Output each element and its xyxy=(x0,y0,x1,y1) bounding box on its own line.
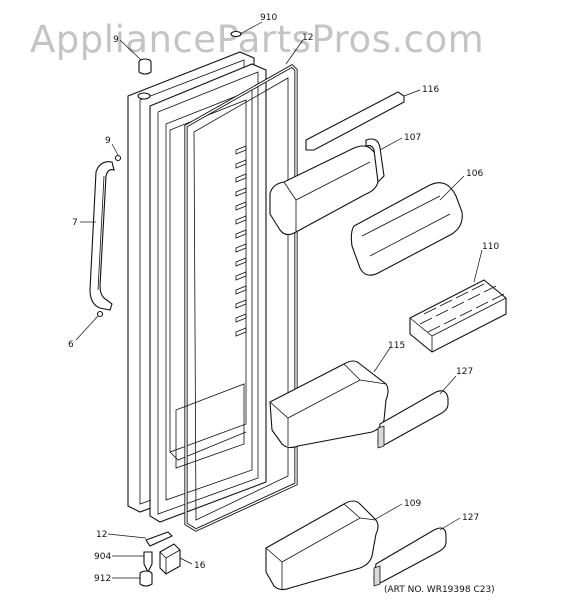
callout-115: 115 xyxy=(388,341,405,351)
bin-rail xyxy=(305,91,405,151)
liner-shelf-rails xyxy=(235,145,247,337)
callout-109: 109 xyxy=(404,499,421,509)
callout-910: 910 xyxy=(260,13,277,23)
handle-screw-bottom xyxy=(96,310,104,318)
door-liner xyxy=(149,63,267,523)
callout-912: 912 xyxy=(94,574,111,584)
egg-tray-110 xyxy=(409,279,507,353)
callout-9-left: 9 xyxy=(105,136,111,146)
lower-hinge-bracket xyxy=(159,543,181,575)
callout-127-upper: 127 xyxy=(456,367,473,377)
door-bin-107 xyxy=(269,138,385,236)
bin-trim-127-lower xyxy=(373,527,447,587)
top-cap-pin xyxy=(230,30,242,38)
lower-hinge-plate xyxy=(145,531,173,547)
handle-screw-top xyxy=(114,154,122,162)
door-bin-109 xyxy=(265,500,379,591)
callout-12-bottom: 12 xyxy=(96,530,107,540)
hinge-bushing-912 xyxy=(139,570,153,587)
callout-116: 116 xyxy=(422,85,439,95)
bin-cover-106 xyxy=(350,182,463,276)
hinge-pin-904 xyxy=(143,551,153,574)
art-number: (ART NO. WR19398 C23) xyxy=(384,585,495,595)
callout-9-top: 9 xyxy=(113,35,119,45)
callout-7: 7 xyxy=(72,218,78,228)
callout-904: 904 xyxy=(94,552,111,562)
callout-16: 16 xyxy=(194,561,206,571)
door-handle xyxy=(89,161,115,311)
bin-trim-127-upper xyxy=(377,390,449,449)
callout-106: 106 xyxy=(466,169,483,179)
door-top-bushing xyxy=(137,92,151,100)
callout-107: 107 xyxy=(404,133,421,143)
callout-12-top: 12 xyxy=(302,33,313,43)
callout-110: 110 xyxy=(482,242,499,252)
leader-lines xyxy=(75,21,483,579)
top-hinge-bushing xyxy=(138,58,152,75)
callout-6: 6 xyxy=(68,340,74,350)
liner-lower-recess xyxy=(175,383,245,469)
door-gasket xyxy=(184,64,298,532)
door-bin-115 xyxy=(269,360,389,449)
callout-labels: 910 9 12 116 9 107 106 7 110 6 115 127 1… xyxy=(68,13,499,584)
callout-127-lower: 127 xyxy=(462,513,479,523)
